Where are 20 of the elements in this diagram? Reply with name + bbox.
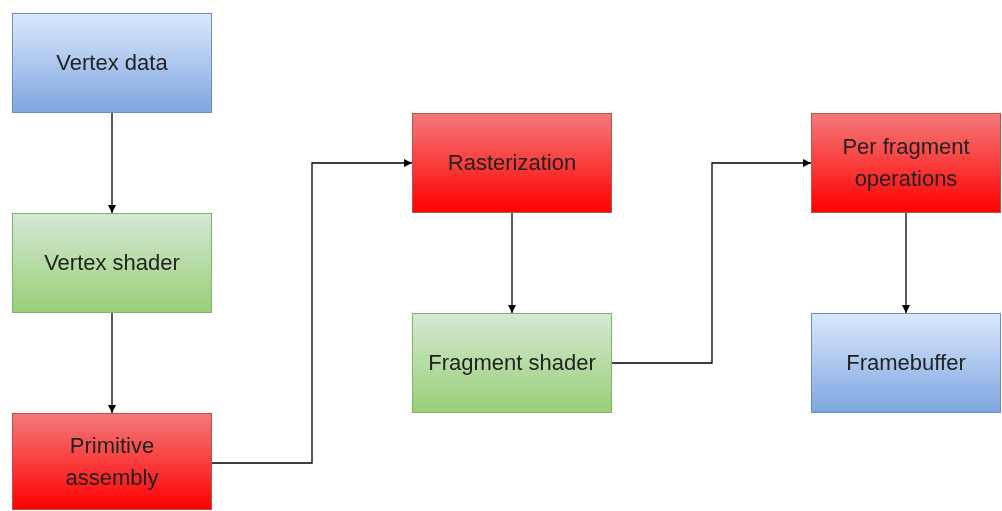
process-box	[12, 213, 212, 313]
box-label: Per fragment operations	[841, 133, 971, 193]
box-label: Primitive assembly	[64, 431, 160, 492]
process-box	[412, 313, 612, 413]
box-label: Rasterization	[447, 149, 577, 177]
box-label: Vertex shader	[44, 249, 180, 277]
arrow	[508, 212, 516, 314]
process-box	[12, 413, 212, 510]
arrow	[108, 112, 116, 214]
arrow	[108, 312, 116, 414]
box-label: Framebuffer	[846, 349, 966, 377]
arrow	[211, 159, 413, 464]
arrow	[611, 159, 812, 364]
process-box	[12, 13, 212, 113]
box-label: Vertex data	[56, 49, 168, 77]
process-box	[412, 113, 612, 213]
process-box	[811, 113, 1001, 213]
box-label: Fragment shader	[428, 349, 596, 377]
process-box	[811, 313, 1001, 413]
arrow	[902, 212, 910, 314]
